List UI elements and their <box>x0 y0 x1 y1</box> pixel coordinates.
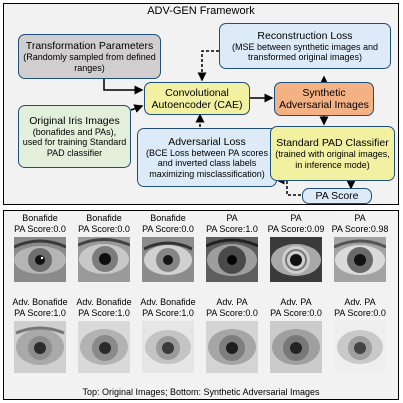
sample-class: Adv. Bonafide <box>140 297 196 307</box>
synthetic-iris-image <box>334 321 386 373</box>
sample-score: PA Score:0.0 <box>334 307 386 318</box>
iris-image <box>14 237 66 282</box>
synthetic-iris-image <box>14 321 66 373</box>
sample-score: PA Score:1.0 <box>142 307 194 318</box>
adversarial-loss-desc: (BCE Loss between PA scores and inverted… <box>146 147 268 179</box>
sample-label: Adv. Bonafide PA Score:1.0 <box>136 297 200 318</box>
sample-label: PA PA Score:0.98 <box>328 213 392 234</box>
sample-label: PA PA Score:1.0 <box>200 213 264 234</box>
sample-score: PA Score:0.0 <box>14 223 66 234</box>
arrow-recon-to-cae <box>197 50 219 82</box>
sample-class: PA <box>354 213 366 223</box>
flow-arrows <box>103 50 356 196</box>
sample-score: PA Score:0.09 <box>267 223 325 234</box>
pa-score-title: PA Score <box>315 190 359 202</box>
sample-label: Adv. PA PA Score:0.0 <box>328 297 392 318</box>
sample-label: PA PA Score:0.09 <box>264 213 328 234</box>
sample-label: Adv. Bonafide PA Score:1.0 <box>8 297 72 318</box>
arrow-transform-to-cae <box>103 79 144 95</box>
sample-score: PA Score:0.0 <box>206 307 258 318</box>
sample-score: PA Score:0.0 <box>78 223 130 234</box>
synthetic-iris-image <box>270 321 322 373</box>
sample-class: Adv. PA <box>216 297 248 307</box>
cae-title: Convolutional Autoencoder (CAE) <box>151 86 243 111</box>
sample-class: Adv. PA <box>280 297 312 307</box>
cae-box: Convolutional Autoencoder (CAE) <box>144 82 250 115</box>
arrow-original-to-cae <box>130 104 144 113</box>
iris-image <box>78 237 130 282</box>
reconstruction-loss-title: Reconstruction Loss <box>257 29 353 42</box>
sample-label: Bonafide PA Score:0.0 <box>72 213 136 234</box>
standard-pad-classifier-title: Standard PAD Classifier <box>276 137 389 149</box>
sample-score: PA Score:0.98 <box>331 223 389 234</box>
synthetic-iris-image <box>78 321 130 373</box>
arrow-pascore-to-advloss <box>275 175 301 196</box>
sample-label: Adv. PA PA Score:0.0 <box>200 297 264 318</box>
transformation-parameters-box: Transformation Parameters (Randomly samp… <box>18 34 161 79</box>
standard-pad-classifier-box: Standard PAD Classifier (trained with or… <box>270 126 395 181</box>
sample-score: PA Score:0.0 <box>270 307 322 318</box>
transformation-parameters-desc: (Randomly sampled from defined ranges) <box>23 52 156 73</box>
pa-score-box: PA Score <box>302 188 372 204</box>
samples-caption: Top: Original Images; Bottom: Synthetic … <box>82 387 320 397</box>
sample-class: Bonafide <box>86 213 122 223</box>
reconstruction-loss-desc: (MSE between synthetic images and transf… <box>231 41 379 63</box>
sample-score: PA Score:1.0 <box>14 307 66 318</box>
sample-label: Bonafide PA Score:0.0 <box>136 213 200 234</box>
sample-class: Adv. PA <box>344 297 376 307</box>
synthetic-iris-image <box>206 321 258 373</box>
original-iris-images-title: Original Iris Images <box>29 114 120 127</box>
sample-score: PA Score:1.0 <box>206 223 258 234</box>
synthetic-adversarial-images-box: Synthetic Adversarial Images <box>274 82 374 116</box>
sample-class: PA <box>226 213 238 223</box>
iris-image <box>334 237 386 282</box>
original-iris-images-desc: (bonafides and PAs), used for training S… <box>22 126 127 158</box>
sample-score: PA Score:0.0 <box>142 223 194 234</box>
iris-image <box>270 237 322 282</box>
samples-panel: Bonafide PA Score:0.0 Bonafide PA Score:… <box>3 210 399 400</box>
framework-title: ADV-GEN Framework <box>147 5 255 17</box>
transformation-parameters-title: Transformation Parameters <box>25 40 154 52</box>
synthetic-iris-image <box>142 321 194 373</box>
sample-class: Adv. Bonafide <box>12 297 68 307</box>
synthetic-adversarial-images-title: Synthetic Adversarial Images <box>279 87 369 111</box>
framework-panel: ADV-GEN Framework Transformation Paramet… <box>3 3 399 205</box>
original-iris-images-box: Original Iris Images (bonafides and PAs)… <box>18 105 131 168</box>
sample-class: PA <box>290 213 302 223</box>
sample-score: PA Score:1.0 <box>78 307 130 318</box>
sample-label: Bonafide PA Score:0.0 <box>8 213 72 234</box>
adversarial-loss-box: Adversarial Loss (BCE Loss between PA sc… <box>137 128 277 187</box>
sample-label: Adv. PA PA Score:0.0 <box>264 297 328 318</box>
sample-class: Bonafide <box>22 213 58 223</box>
sample-class: Adv. Bonafide <box>76 297 132 307</box>
iris-image <box>142 237 194 282</box>
sample-label: Adv. Bonafide PA Score:1.0 <box>72 297 136 318</box>
reconstruction-loss-box: Reconstruction Loss (MSE between synthet… <box>219 23 391 69</box>
adversarial-loss-title: Adversarial Loss <box>168 135 246 148</box>
standard-pad-classifier-desc: (trained with original images, in infere… <box>275 149 390 170</box>
sample-class: Bonafide <box>150 213 186 223</box>
iris-image <box>206 237 258 282</box>
